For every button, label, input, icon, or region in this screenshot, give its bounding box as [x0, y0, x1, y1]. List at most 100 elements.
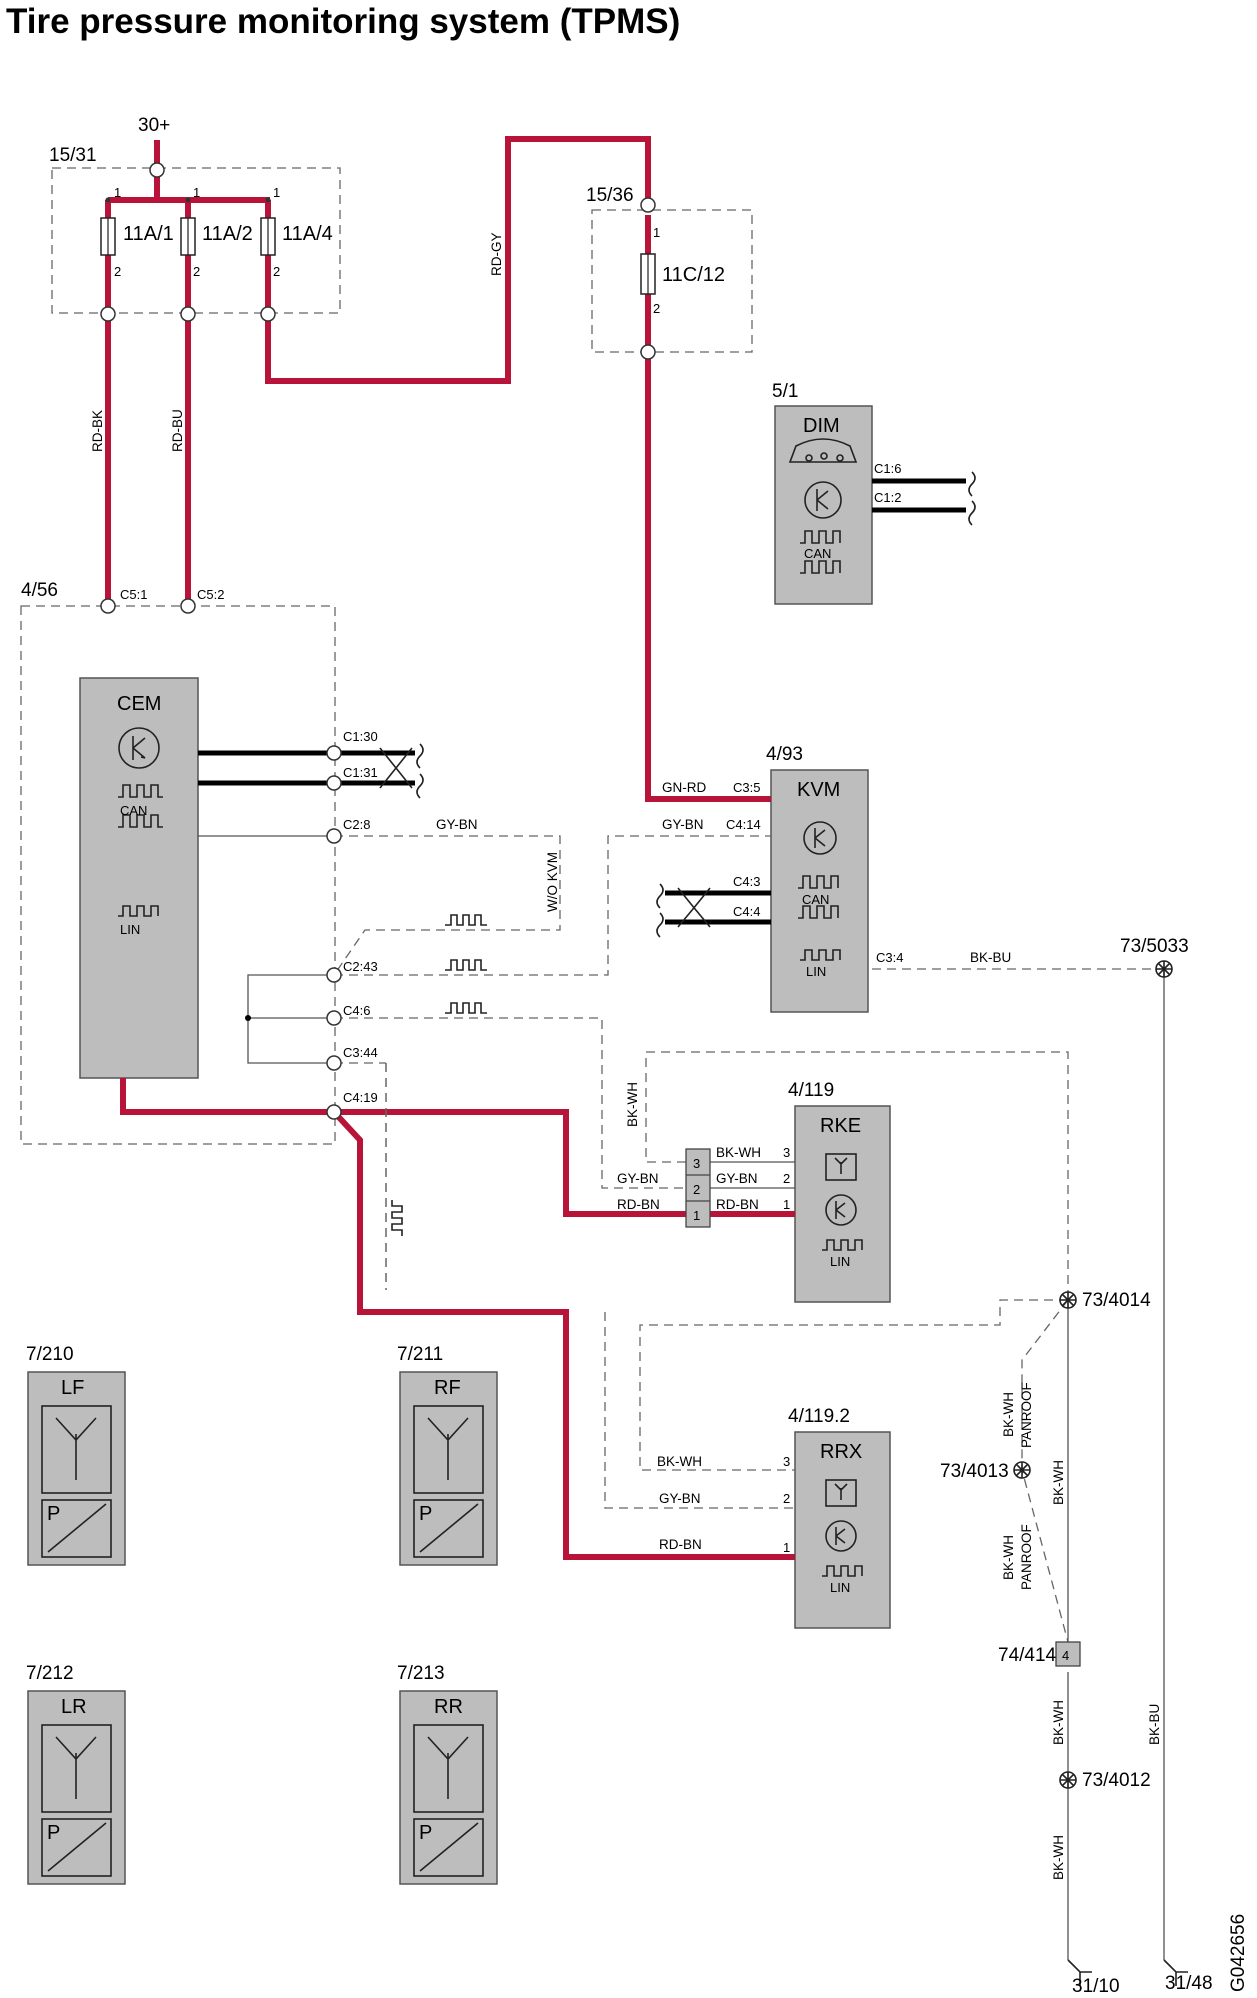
- sensor-lf-ref: 7/210: [26, 1344, 74, 1365]
- sensor-lr-symbols: [41, 1724, 112, 1877]
- sensor-rf-ref: 7/211: [397, 1344, 443, 1365]
- ground-symbols: [1067, 1959, 1188, 1986]
- image-code: G042656: [1228, 1914, 1249, 1992]
- sensor-rr-ref: 7/213: [397, 1663, 445, 1684]
- sensor-rf-symbols: [413, 1405, 484, 1558]
- inline-pin-3: 3: [693, 1156, 700, 1171]
- wire-bk-wh-panroof-2: BK-WH: [1001, 1535, 1016, 1580]
- supply-30-label: 30+: [138, 115, 170, 136]
- fuse-11a-2-label: 11A/2: [202, 223, 253, 245]
- wire-rd-bn-rke: RD-BN: [716, 1197, 759, 1212]
- wire-rd-bn-in: RD-BN: [617, 1197, 660, 1212]
- inline-connector-block[interactable]: 3 2 1: [685, 1148, 711, 1228]
- connector-74-414[interactable]: 4: [1055, 1641, 1081, 1667]
- splice-73-5033: 73/5033: [1120, 936, 1189, 957]
- wire-bk-wh-panroof-1: BK-WH: [1001, 1392, 1016, 1437]
- pin-c1-30: C1:30: [343, 729, 378, 744]
- cem-ref: 4/56: [21, 580, 58, 601]
- wire-bk-bu-vertical: BK-BU: [1147, 1704, 1162, 1745]
- fusebox-15-31-label: 15/31: [49, 145, 97, 166]
- fuse-pin: 2: [653, 301, 660, 316]
- cem-can-bus: [198, 743, 424, 799]
- pin-c5-1: C5:1: [120, 587, 147, 602]
- pin-c5-2: C5:2: [197, 587, 224, 602]
- wire-rd-bu: RD-BU: [170, 409, 185, 452]
- cem-name: CEM: [117, 693, 161, 715]
- pin-rrx-2: 2: [783, 1491, 790, 1506]
- wire-bk-wh-right: BK-WH: [1051, 1460, 1066, 1505]
- rke-lin-label: LIN: [830, 1254, 850, 1269]
- cem-symbols: [118, 727, 163, 917]
- cem-lin-label: LIN: [120, 922, 140, 937]
- fuse-pin: 1: [653, 225, 660, 240]
- sensor-rf-p: P: [419, 1503, 432, 1525]
- splice-73-4014: 73/4014: [1082, 1290, 1151, 1311]
- pin-c3-44: C3:44: [343, 1045, 378, 1060]
- pin-kvm-c3-5: C3:5: [733, 780, 760, 795]
- sensor-lf-name: LF: [61, 1377, 84, 1399]
- fusebox-15-31-frame: [51, 167, 341, 314]
- rke-symbols: [822, 1153, 863, 1251]
- sensor-rf-name: RF: [434, 1377, 461, 1399]
- fuse-11a-1[interactable]: 11A/1 1 2: [100, 185, 174, 279]
- fuse-pin: 1: [114, 185, 121, 200]
- rke-ref: 4/119: [788, 1080, 834, 1101]
- pin-c2-43: C2:43: [343, 959, 378, 974]
- wire-bk-wh-lower-1: BK-WH: [1051, 1700, 1066, 1745]
- diagram-title: Tire pressure monitoring system (TPMS): [6, 2, 681, 41]
- rrx-lin-label: LIN: [830, 1580, 850, 1595]
- signal-wires: [198, 835, 1165, 1960]
- pin-kvm-c4-4: C4:4: [733, 904, 760, 919]
- dim-can-bus: [872, 471, 976, 526]
- wire-bk-wh-lower-2: BK-WH: [1051, 1835, 1066, 1880]
- fuse-11a-4-label: 11A/4: [282, 223, 333, 245]
- sensor-rr-p: P: [419, 1822, 432, 1844]
- dim-symbols: [788, 438, 858, 574]
- pin-dim-c1-6: C1:6: [874, 461, 901, 476]
- cem-enclosure: [20, 605, 336, 1145]
- labels: 30+ 15/31 15/36 4/56 CEM CAN LIN 5/1 DIM…: [21, 115, 1249, 1997]
- sensor-lr-ref: 7/212: [26, 1663, 74, 1684]
- wire-gy-bn-in: GY-BN: [617, 1171, 659, 1186]
- fuse-pin: 2: [193, 264, 200, 279]
- splice-points: [1013, 960, 1173, 1789]
- splice-73-4012: 73/4012: [1082, 1770, 1151, 1791]
- kvm-can-bus: [656, 883, 771, 938]
- sensor-lf-symbols: [41, 1405, 112, 1558]
- inline-pin-1: 1: [693, 1208, 700, 1223]
- dim-can-label: CAN: [804, 546, 831, 561]
- rke-name: RKE: [820, 1115, 861, 1137]
- fuse-pin: 2: [273, 264, 280, 279]
- rrx-symbols: [822, 1479, 863, 1577]
- pin-c4-19: C4:19: [343, 1090, 378, 1105]
- rrx-name: RRX: [820, 1441, 862, 1463]
- ground-31-10: 31/10: [1072, 1976, 1120, 1997]
- sensor-rr-symbols: [413, 1724, 484, 1877]
- cem-module[interactable]: [79, 677, 199, 1079]
- wire-panroof-1: PANROOF: [1019, 1382, 1034, 1448]
- kvm-can-label: CAN: [802, 892, 829, 907]
- pin-rrx-3: 3: [783, 1454, 790, 1469]
- pin-kvm-c4-14: C4:14: [726, 817, 761, 832]
- kvm-lin-label: LIN: [806, 964, 826, 979]
- fuse-pin: 1: [273, 185, 280, 200]
- wire-gy-bn-kvm: GY-BN: [662, 817, 704, 832]
- pin-dim-c1-2: C1:2: [874, 490, 901, 505]
- wire-gy-bn-rrx: GY-BN: [659, 1491, 701, 1506]
- fuse-pin: 2: [114, 264, 121, 279]
- rrx-ref: 4/119.2: [788, 1406, 850, 1427]
- fuse-11a-2[interactable]: 11A/2 1 2: [180, 185, 253, 279]
- fuse-11a-4[interactable]: 11A/4 1 2: [260, 185, 333, 279]
- wire-rd-bk: RD-BK: [90, 410, 105, 452]
- fuse-11a-1-label: 11A/1: [123, 223, 174, 245]
- splice-73-4013: 73/4013: [940, 1461, 1009, 1482]
- wire-gn-rd: GN-RD: [662, 780, 706, 795]
- wire-rd-bn-rrx: RD-BN: [659, 1537, 702, 1552]
- pin-rrx-1: 1: [783, 1540, 790, 1555]
- fuse-11c-12[interactable]: 11C/12 1 2: [640, 225, 725, 316]
- dim-ref: 5/1: [772, 381, 798, 402]
- ground-31-48: 31/48: [1165, 1973, 1213, 1994]
- wire-rd-gy: RD-GY: [489, 233, 504, 277]
- kvm-ref: 4/93: [766, 744, 803, 765]
